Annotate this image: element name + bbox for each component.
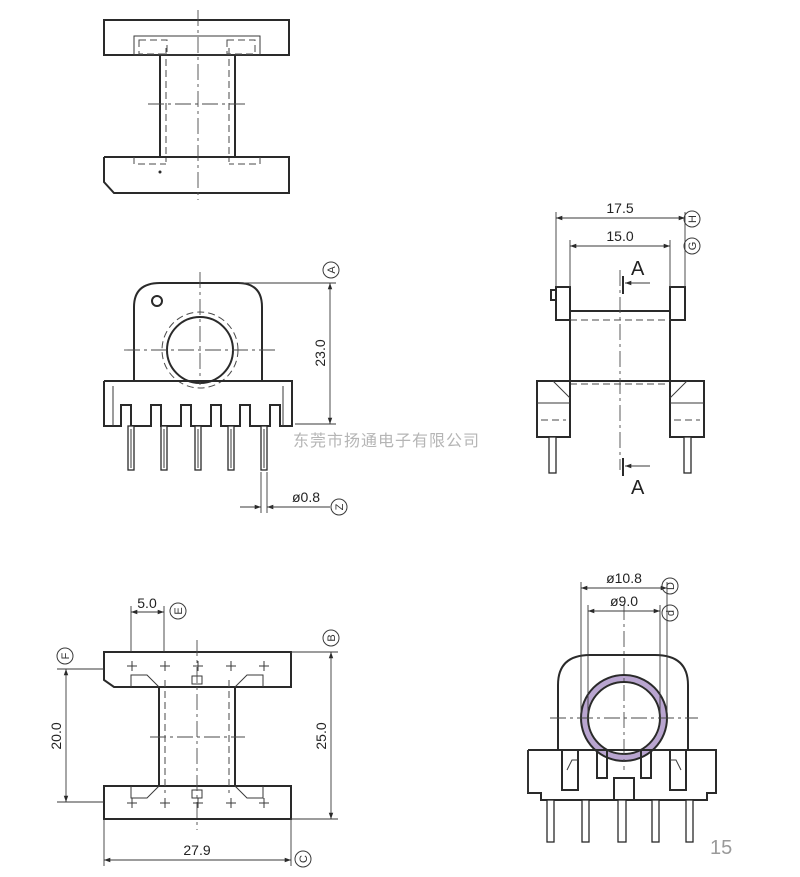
dim-pin-dia: ø0.8 xyxy=(292,489,320,505)
top-view xyxy=(103,10,290,200)
dim-inner-dia: ø9.0 xyxy=(610,593,638,609)
side-view: A A 17.5 H 15.0 G xyxy=(536,200,705,499)
callout-E: E xyxy=(173,607,185,614)
callout-d: d xyxy=(665,610,677,616)
dim-inner-span: 20.0 xyxy=(48,722,64,749)
callout-F: F xyxy=(60,652,72,659)
callout-H: H xyxy=(687,215,699,223)
callout-C: C xyxy=(298,855,310,863)
page-number: 15 xyxy=(710,837,732,859)
dim-outer-dia: ø10.8 xyxy=(606,570,642,586)
dim-pin-pitch: 5.0 xyxy=(137,595,157,611)
company-watermark: 东莞市扬通电子有限公司 xyxy=(293,431,480,450)
callout-A: A xyxy=(326,266,338,274)
callout-G: G xyxy=(687,242,699,251)
pin-markers xyxy=(127,661,269,808)
section-label-bottom: A xyxy=(631,477,645,499)
callout-B: B xyxy=(326,634,338,641)
callout-D: D xyxy=(665,582,677,590)
dim-height-23: 23.0 xyxy=(312,339,328,366)
dim-height-25: 25.0 xyxy=(313,722,329,749)
rear-view: ø10.8 D ø9.0 d xyxy=(527,570,717,843)
section-label-top: A xyxy=(631,258,645,280)
callout-Z: Z xyxy=(334,503,346,510)
dim-inner-width: 15.0 xyxy=(606,228,633,244)
dim-length: 27.9 xyxy=(183,842,210,858)
bottom-view: 5.0 E 20.0 F 25.0 B 27.9 C xyxy=(48,595,340,868)
dim-outer-width: 17.5 xyxy=(606,200,633,216)
front-view: 23.0 A ø0.8 Z xyxy=(103,261,348,516)
